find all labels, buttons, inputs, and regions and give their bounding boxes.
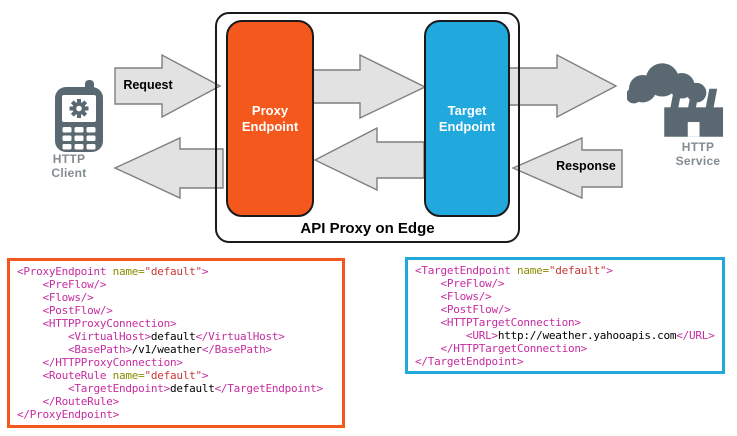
- http-client-label: HTTP Client: [27, 152, 111, 180]
- code-line: <TargetEndpoint name="default">: [415, 264, 613, 277]
- code-line: </RouteRule>: [17, 395, 119, 408]
- code-line: <ProxyEndpoint name="default">: [17, 265, 209, 278]
- keypad: [62, 127, 96, 150]
- target-endpoint-code-panel: <TargetEndpoint name="default"> <PreFlow…: [405, 257, 725, 374]
- code-line: <Flows/>: [415, 290, 492, 303]
- http-service-label-line1: HTTP: [681, 140, 715, 154]
- api-proxy-title: API Proxy on Edge: [300, 220, 435, 237]
- mobile-phone-icon: [55, 80, 103, 152]
- target-to-service-arrow: [505, 53, 618, 119]
- request-label: Request: [123, 78, 173, 92]
- code-line: <BasePath>/v1/weather</BasePath>: [17, 343, 272, 356]
- proxy-to-client-arrow: [113, 136, 224, 200]
- code-line: <TargetEndpoint>default</TargetEndpoint>: [17, 382, 323, 395]
- proxy-endpoint-box: Proxy Endpoint: [226, 20, 314, 217]
- code-line: <RouteRule name="default">: [17, 369, 209, 382]
- code-line: <PreFlow/>: [17, 278, 107, 291]
- code-line: <VirtualHost>default</VirtualHost>: [17, 330, 285, 343]
- code-line: </HTTPProxyConnection>: [17, 356, 183, 369]
- code-line: <Flows/>: [17, 291, 94, 304]
- proxy-endpoint-code-panel: <ProxyEndpoint name="default"> <PreFlow/…: [7, 258, 345, 428]
- http-client-label-line1: HTTP: [52, 152, 86, 166]
- gear-icon: [69, 99, 89, 118]
- code-line: <URL>http://weather.yahooapis.com</URL>: [415, 329, 715, 342]
- smoke-cloud-icon: [627, 63, 707, 104]
- target-endpoint-label-line2: Endpoint: [438, 118, 496, 134]
- factory-icon: [627, 63, 724, 137]
- code-line: <PostFlow/>: [415, 303, 511, 316]
- response-label: Response: [556, 159, 616, 173]
- code-line: <HTTPProxyConnection>: [17, 317, 177, 330]
- code-line: </TargetEndpoint>: [415, 355, 524, 368]
- factory-door: [687, 122, 700, 137]
- request-arrow: [114, 53, 222, 119]
- target-to-proxy-arrow: [313, 126, 425, 192]
- proxy-endpoint-label-line1: Proxy: [251, 102, 289, 118]
- proxy-to-target-arrow: [311, 53, 427, 120]
- code-line: </ProxyEndpoint>: [17, 408, 119, 421]
- code-line: <PostFlow/>: [17, 304, 113, 317]
- http-service-label-line2: Service: [675, 153, 721, 168]
- target-endpoint-label-line1: Target: [447, 102, 487, 118]
- code-line: <PreFlow/>: [415, 277, 505, 290]
- proxy-endpoint-label-line2: Endpoint: [241, 118, 299, 134]
- response-arrow: [511, 136, 623, 200]
- target-endpoint-box: Target Endpoint: [424, 20, 510, 217]
- code-line: <HTTPTargetConnection>: [415, 316, 581, 329]
- http-service-label: HTTP Service: [656, 140, 737, 168]
- http-client-label-line2: Client: [51, 165, 87, 180]
- code-line: </HTTPTargetConnection>: [415, 342, 588, 355]
